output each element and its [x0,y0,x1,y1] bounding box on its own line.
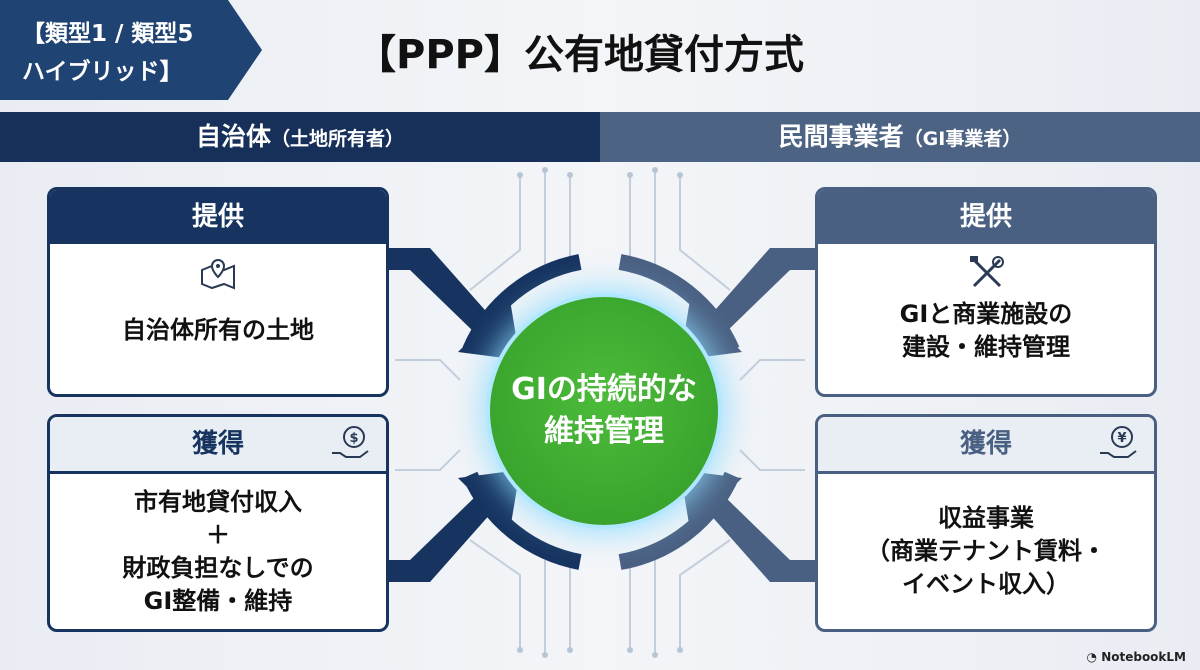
arrow-right-top [680,248,815,360]
municipality-header-sub: （土地所有者） [271,128,405,150]
hand-yen-icon: ¥ [1100,426,1137,458]
map-pin-icon [201,258,235,290]
notebooklm-watermark: ◔ NotebookLM [1087,650,1186,664]
operator-provide-line-2: 建設・維持管理 [902,333,1070,361]
svg-text:$: $ [349,431,358,446]
operator-gain-line-3: イベント収入） [902,570,1070,598]
municipality-gain-heading-text: 獲得 [191,429,244,459]
municipality-provide-heading: 提供 [50,190,386,244]
operator-provide-heading: 提供 [818,190,1154,244]
operator-gain-line-2: （商業テナント賃料・ [866,537,1106,565]
badge-line-2: ハイブリッド】 [22,59,183,85]
page-title: 【PPP】公有地貸付方式 [356,32,804,78]
notebooklm-logo-icon: ◔ [1086,650,1102,664]
municipality-gain-box: 獲得 $ 市有地貸付収入 ＋ 財政負担なしでの GI整備・維持 [47,414,389,632]
arrow-left-top [385,248,520,360]
badge-line-1: 【類型1 / 類型5 [22,21,194,47]
operator-provide-box: 提供 GIと商業施設の 建設・維持管理 [815,187,1157,397]
operator-gain-heading: 獲得 ¥ [818,417,1154,474]
municipality-gain-line-1: 市有地貸付収入 [134,488,302,516]
municipality-gain-line-3: 財政負担なしでの [122,554,314,582]
notebooklm-label: NotebookLM [1101,650,1186,664]
municipality-header-main: 自治体 [195,122,271,151]
hand-dollar-icon: $ [332,426,369,458]
operator-gain-box: 獲得 ¥ 収益事業 （商業テナント賃料・ イベント収入） [815,414,1157,632]
center-goal-line-1: GIの持続的な [511,372,697,407]
municipality-gain-line-4: GI整備・維持 [143,587,293,615]
private-operator-header-main: 民間事業者 [778,122,904,151]
center-goal-line-2: 維持管理 [543,414,664,449]
operator-gain-heading-text: 獲得 [959,429,1012,459]
municipality-provide-text: 自治体所有の土地 [122,316,314,344]
arrow-left-bottom [385,470,520,582]
operator-gain-line-1: 収益事業 [938,504,1034,532]
private-operator-header: 民間事業者（GI事業者） [600,112,1200,162]
municipality-header: 自治体（土地所有者） [0,112,600,162]
svg-text:¥: ¥ [1117,431,1126,446]
municipality-provide-box: 提供 自治体所有の土地 [47,187,389,397]
arrow-right-bottom [680,470,815,582]
category-badge: 【類型1 / 類型5 ハイブリッド】 [0,0,262,100]
operator-provide-line-1: GIと商業施設の [899,300,1073,328]
municipality-gain-heading: 獲得 $ [50,417,386,474]
tools-icon [970,256,1004,288]
municipality-gain-line-2: ＋ [206,521,230,549]
private-operator-header-sub: （GI事業者） [903,128,1022,150]
center-goal-circle: GIの持続的な 維持管理 [490,297,718,525]
